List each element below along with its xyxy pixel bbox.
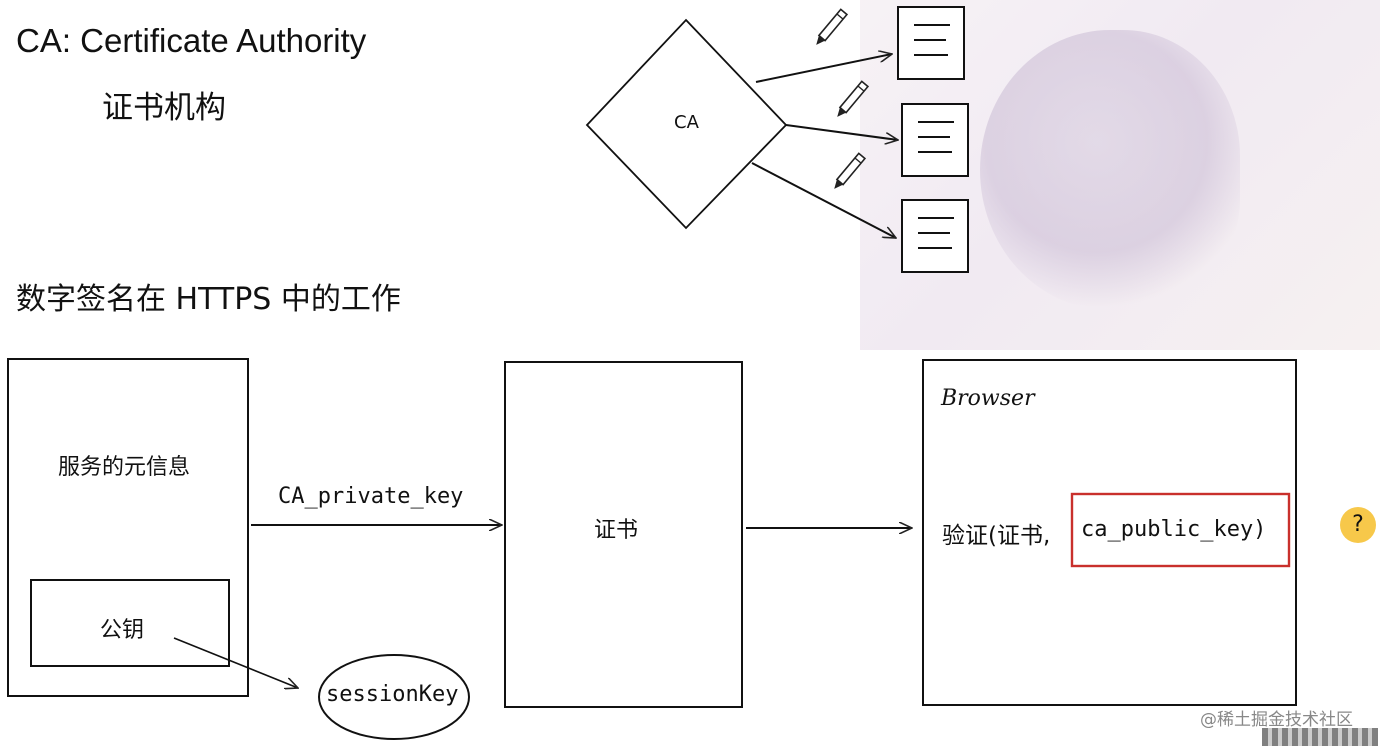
section-title: 数字签名在 HTTPS 中的工作 bbox=[16, 282, 401, 317]
session-key-ellipse bbox=[318, 654, 470, 740]
pencil-icon bbox=[837, 80, 870, 117]
document-icon bbox=[901, 103, 969, 177]
ca-arrow-2 bbox=[785, 124, 898, 140]
verify-label: 验证(证书, bbox=[942, 523, 1051, 549]
browser-label: Browser bbox=[941, 386, 1035, 411]
page-title: CA: Certificate Authority bbox=[16, 22, 367, 59]
pencil-icon bbox=[816, 8, 849, 45]
certificate-label: 证书 bbox=[594, 518, 639, 543]
watermark: @稀土掘金技术社区 bbox=[1200, 710, 1353, 730]
page-subtitle: 证书机构 bbox=[102, 90, 226, 126]
pencil-icon bbox=[834, 152, 867, 189]
ca-label: CA bbox=[674, 112, 699, 133]
thinking-face-icon: ? bbox=[1340, 507, 1376, 543]
session-arrow bbox=[173, 637, 298, 688]
verify-key-label: ca_public_key) bbox=[1081, 517, 1267, 542]
ca-arrow-3 bbox=[751, 162, 896, 239]
blurred-logo bbox=[1262, 728, 1378, 746]
background-shape bbox=[980, 30, 1240, 310]
ca-arrow-1 bbox=[755, 54, 892, 83]
server-meta-label: 服务的元信息 bbox=[58, 455, 191, 480]
certificate-box bbox=[504, 361, 743, 708]
browser-box bbox=[922, 359, 1297, 706]
highlight-box bbox=[1070, 492, 1291, 568]
document-icon bbox=[897, 6, 965, 80]
public-key-label: 公钥 bbox=[100, 618, 145, 643]
public-key-box bbox=[30, 579, 230, 667]
document-icon bbox=[901, 199, 969, 273]
ca-diamond bbox=[585, 18, 788, 230]
session-key-label: sessionKey bbox=[326, 682, 459, 707]
arrow-label: CA_private_key bbox=[278, 484, 464, 509]
